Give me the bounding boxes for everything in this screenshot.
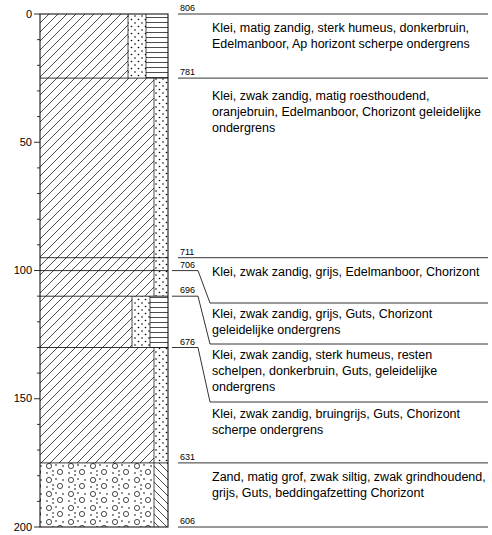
- depth-axis: [34, 14, 40, 527]
- depth-tick: [37, 424, 40, 425]
- level-label: 806: [180, 3, 195, 13]
- depth-tick: [37, 450, 40, 451]
- depth-tick: [37, 321, 40, 322]
- level-label: 706: [180, 260, 195, 270]
- level-label: 696: [180, 285, 195, 295]
- level-lines: [172, 14, 488, 527]
- depth-label: 50: [20, 136, 32, 149]
- level-label: 631: [180, 452, 195, 462]
- depth-tick: [37, 39, 40, 40]
- depth-tick: [37, 244, 40, 245]
- depth-tick: [37, 296, 40, 297]
- depth-tick: [37, 167, 40, 168]
- depth-tick: [37, 373, 40, 374]
- level-label: 676: [180, 337, 195, 347]
- soil-column: [40, 14, 168, 527]
- level-label: 606: [180, 516, 195, 526]
- depth-label: 200: [14, 521, 32, 534]
- depth-tick: [37, 347, 40, 348]
- layer-description: Klei, zwak zandig, bruingrijs, Guts, Cho…: [212, 406, 488, 438]
- depth-tick: [34, 398, 40, 399]
- level-label: 781: [180, 67, 195, 77]
- depth-tick: [37, 90, 40, 91]
- depth-tick: [37, 193, 40, 194]
- depth-tick: [37, 116, 40, 117]
- layer-description: Klei, zwak zandig, sterk humeus, resten …: [212, 347, 488, 395]
- depth-tick: [34, 142, 40, 143]
- depth-tick: [34, 527, 40, 528]
- depth-tick: [34, 270, 40, 271]
- depth-label: 150: [14, 392, 32, 405]
- depth-tick: [37, 219, 40, 220]
- depth-tick: [34, 14, 40, 15]
- depth-label: 0: [26, 8, 32, 21]
- depth-tick: [37, 65, 40, 66]
- depth-tick: [37, 475, 40, 476]
- layer-description: Klei, zwak zandig, matig roesthoudend, o…: [212, 88, 488, 136]
- layer-description: Klei, zwak zandig, grijs, Edelmanboor, C…: [212, 264, 488, 280]
- layer-description: Klei, matig zandig, sterk humeus, donker…: [212, 20, 488, 52]
- depth-tick: [37, 501, 40, 502]
- layer-description: Klei, zwak zandig, grijs, Guts, Chorizon…: [212, 306, 488, 338]
- depth-label: 100: [14, 264, 32, 277]
- layer-description: Zand, matig grof, zwak siltig, zwak grin…: [212, 469, 488, 501]
- level-label: 711: [180, 247, 194, 257]
